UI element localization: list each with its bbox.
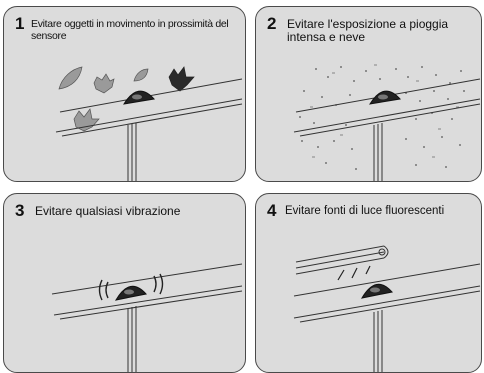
panel-rain-snow: 2 Evitare l'esposizione a pioggia intens… [255, 6, 482, 182]
panel-moving-objects: 1 Evitare oggetti in movimento in prossi… [3, 6, 246, 182]
step-number: 2 [267, 14, 277, 33]
step-number: 4 [267, 201, 277, 220]
fluorescent-lamp-icon [293, 245, 481, 372]
step-text: Evitare l'esposizione a pioggia intensa … [287, 17, 449, 44]
panel-fluorescent-light: 4 Evitare fonti di luce fluorescenti [255, 193, 482, 373]
step-text: Evitare oggetti in movimento in prossimi… [31, 18, 229, 42]
panel-heading: 4 Evitare fonti di luce fluorescenti [267, 201, 477, 220]
falling-leaves-icon [55, 66, 243, 181]
vibration-icon [51, 263, 243, 372]
step-text: Evitare qualsiasi vibrazione [35, 204, 181, 218]
rain-snow-icon [293, 64, 481, 181]
panel-heading: 3 Evitare qualsiasi vibrazione [15, 201, 241, 220]
step-number: 1 [15, 14, 25, 33]
panel-heading: 1 Evitare oggetti in movimento in prossi… [15, 14, 241, 43]
step-number: 3 [15, 201, 25, 220]
panel-vibration: 3 Evitare qualsiasi vibrazione [3, 193, 246, 373]
panel-heading: 2 Evitare l'esposizione a pioggia intens… [267, 15, 477, 44]
step-text: Evitare fonti di luce fluorescenti [285, 205, 445, 217]
